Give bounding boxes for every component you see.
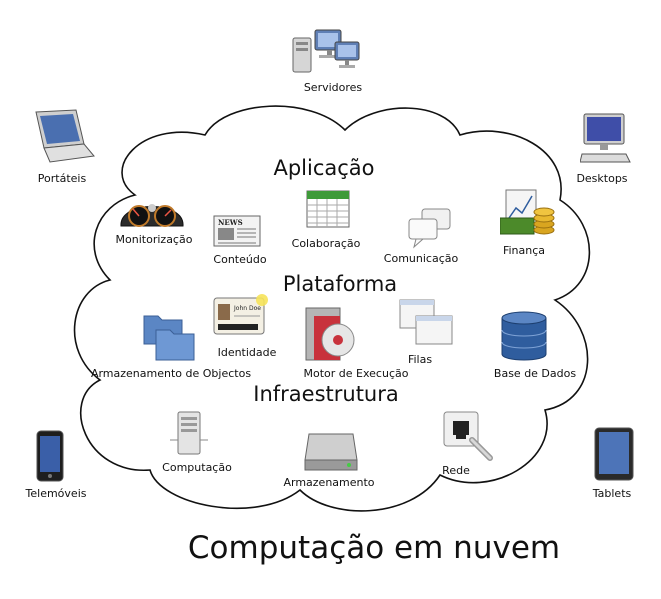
monitoring-label: Monitorização xyxy=(115,233,193,246)
id-card-name: John Doe xyxy=(233,305,261,312)
servers-icon xyxy=(292,29,360,73)
laptops-label: Portáteis xyxy=(37,172,87,185)
diagram-title: Computação em nuvem xyxy=(187,530,561,566)
servers-label: Servidores xyxy=(303,81,363,94)
communication-label: Comunicação xyxy=(383,252,459,265)
folders-icon xyxy=(143,315,195,361)
runtime-label: Motor de Execução xyxy=(303,367,409,380)
chat-bubbles-icon xyxy=(408,208,451,249)
compute-server-icon xyxy=(170,411,208,455)
collaboration-label: Colaboração xyxy=(291,237,361,250)
finance-label: Finança xyxy=(502,244,546,257)
queues-icon xyxy=(399,299,453,345)
network-label: Rede xyxy=(442,464,470,477)
database-label: Base de Dados xyxy=(493,367,577,380)
infrastructure-heading: Infraestrutura xyxy=(253,382,399,406)
phones-label: Telemóveis xyxy=(25,487,87,500)
newspaper-masthead: NEWS xyxy=(218,218,243,227)
platform-heading: Plataforma xyxy=(282,272,398,296)
block-storage-label: Armazenamento xyxy=(283,476,375,489)
runtime-icon xyxy=(305,307,355,361)
newspaper-icon: NEWS xyxy=(213,215,261,247)
laptop-icon xyxy=(35,109,95,163)
phone-icon xyxy=(36,430,64,482)
network-jack-icon xyxy=(443,411,493,461)
content-label: Conteúdo xyxy=(213,253,267,266)
tablets-label: Tablets xyxy=(592,487,632,500)
id-card-icon: John Doe xyxy=(213,294,268,335)
spreadsheet-icon xyxy=(306,190,350,228)
application-heading: Aplicação xyxy=(273,156,375,180)
object-storage-label: Armazenamento de Objectos xyxy=(90,367,252,380)
database-icon xyxy=(501,311,547,361)
finance-icon xyxy=(500,189,555,235)
queues-label: Filas xyxy=(407,353,433,366)
identity-label: Identidade xyxy=(217,346,277,359)
hard-drive-icon xyxy=(304,433,358,471)
desktops-label: Desktops xyxy=(576,172,628,185)
desktop-icon xyxy=(580,113,631,163)
gauge-icon xyxy=(120,204,184,227)
tablet-icon xyxy=(594,427,634,481)
compute-label: Computação xyxy=(162,461,232,474)
